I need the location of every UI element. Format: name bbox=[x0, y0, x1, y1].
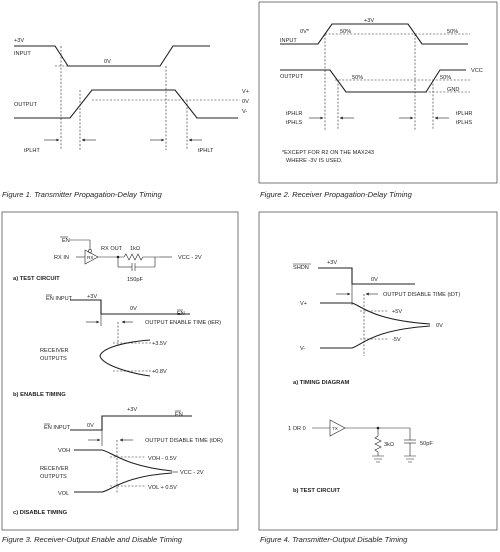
fig4-tx-sym: TX bbox=[332, 426, 338, 431]
fig2-output-waveform bbox=[280, 69, 466, 93]
fig4-timing-diagram: a) TIMING DIAGRAM bbox=[293, 380, 350, 386]
fig2-vcc: VCC bbox=[471, 68, 483, 74]
fig4-v3: +3V bbox=[327, 260, 337, 266]
fig1-input-v: +3V bbox=[14, 38, 24, 44]
fig4-vplus: V+ bbox=[300, 301, 307, 307]
fig4-resistor bbox=[374, 428, 382, 456]
fig4-ground-2 bbox=[404, 455, 416, 463]
fig4-out-high bbox=[320, 302, 431, 325]
fig3-plus35: +3.5V bbox=[152, 341, 167, 347]
fig2-tplhs: tPLHS bbox=[456, 120, 472, 126]
fig1-v0: 0V bbox=[242, 99, 249, 105]
figure-1: +3V INPUT 0V OUTPUT V+ 0V V- tPLHT tPHLT… bbox=[2, 38, 249, 199]
fig3-vol05: VOL + 0.5V bbox=[148, 485, 177, 491]
fig4-v0b: 0V bbox=[436, 323, 443, 329]
fig4-p5v: +5V bbox=[392, 309, 402, 315]
fig1-output-label: OUTPUT bbox=[14, 102, 38, 108]
fig3-voh05: VOH - 0.5V bbox=[148, 456, 177, 462]
fig2-frame bbox=[258, 1, 498, 184]
fig3-v0-a: 0V bbox=[130, 306, 137, 312]
fig2-pct-out-r: 50% bbox=[440, 75, 451, 81]
fig3-recv-out-b1: RECEIVER bbox=[40, 466, 69, 472]
fig3-enable-out-waveform bbox=[99, 339, 151, 377]
fig2-tphlr: tPHLR bbox=[286, 111, 302, 117]
fig1-input-waveform bbox=[14, 45, 210, 67]
fig3-rx-sym: RX bbox=[87, 255, 93, 260]
fig3-en-input: EN INPUT bbox=[46, 296, 73, 302]
fig3-rx-in: RX IN bbox=[54, 255, 69, 261]
fig3-disable-out-low bbox=[74, 472, 173, 493]
fig1-input-label: INPUT bbox=[14, 51, 31, 57]
fig2-pct-in-l: 50% bbox=[340, 29, 351, 35]
fig4-m5v: -5V bbox=[392, 337, 401, 343]
fig2-input-label: INPUT bbox=[280, 38, 297, 44]
fig3-resistor bbox=[118, 253, 160, 261]
fig3-en-input-b: EN INPUT bbox=[44, 425, 71, 431]
fig4-c50: 50pF bbox=[420, 441, 433, 447]
fig4-out-disable: OUTPUT DISABLE TIME (tDT) bbox=[383, 292, 460, 298]
fig2-input-low: 0V* bbox=[300, 29, 310, 35]
fig4-shdn: SHDN bbox=[293, 265, 309, 271]
fig2-pct-in-r: 50% bbox=[447, 29, 458, 35]
fig4-r3k: 3kΩ bbox=[384, 442, 394, 448]
fig3-frame bbox=[1, 211, 239, 531]
fig3-recv-out-a2: OUTPUTS bbox=[40, 356, 67, 362]
fig3-disable-out-high bbox=[74, 449, 173, 472]
fig3-en-pin: EN bbox=[62, 238, 70, 244]
fig3-en-bar-b: EN bbox=[175, 412, 183, 418]
figure-4: SHDN +3V 0V OUTPUT DISABLE TIME (tDT) V+… bbox=[258, 211, 498, 544]
fig3-test-circuit: a) TEST CIRCUIT bbox=[13, 276, 60, 282]
fig4-v0: 0V bbox=[371, 277, 378, 283]
fig3-r1k: 1kΩ bbox=[130, 246, 140, 252]
fig4-test-circuit: b) TEST CIRCUIT bbox=[293, 488, 340, 494]
fig1-caption: Figure 1. Transmitter Propagation-Delay … bbox=[2, 190, 163, 199]
fig4-tx-buffer bbox=[329, 419, 346, 437]
fig2-caption: Figure 2. Receiver Propagation-Delay Tim… bbox=[260, 190, 413, 199]
fig4-out-low bbox=[320, 325, 431, 349]
fig3-vol: VOL bbox=[58, 491, 69, 497]
fig2-input-waveform bbox=[280, 23, 468, 45]
fig2-v3: +3V bbox=[364, 18, 374, 24]
fig1-input-mid: 0V bbox=[104, 59, 111, 65]
fig2-tplhr: tPLHR bbox=[456, 111, 472, 117]
fig2-note-2: WHERE -3V IS USED. bbox=[286, 158, 343, 164]
fig3-v0-b: 0V bbox=[87, 423, 94, 429]
fig4-ground-1 bbox=[372, 455, 384, 463]
fig4-frame bbox=[258, 211, 498, 531]
fig2-pct-out-l: 50% bbox=[352, 75, 363, 81]
fig4-vminus: V- bbox=[300, 346, 305, 352]
fig3-disable-timing: c) DISABLE TIMING bbox=[13, 510, 68, 516]
fig4-caption: Figure 4. Transmitter-Output Disable Tim… bbox=[260, 535, 408, 544]
fig3-out-disable-time: OUTPUT DISABLE TIME (tDR) bbox=[145, 438, 223, 444]
fig3-enable-timing: b) ENABLE TIMING bbox=[13, 392, 66, 398]
figure-3: EN RX IN RX RX OUT 1kΩ VCC - 2V 150pF a)… bbox=[1, 211, 239, 544]
fig3-recv-out-b2: OUTPUTS bbox=[40, 474, 67, 480]
fig3-vcc2b: VCC - 2V bbox=[180, 470, 204, 476]
fig3-caption: Figure 3. Receiver-Output Enable and Dis… bbox=[2, 535, 183, 544]
fig3-cap150: 150pF bbox=[127, 277, 143, 283]
fig1-vminus: V- bbox=[242, 109, 247, 115]
fig3-voh: VOH bbox=[58, 448, 70, 454]
fig1-vplus: V+ bbox=[242, 89, 249, 95]
fig2-gnd: GND bbox=[447, 87, 459, 93]
fig3-vcc2: VCC - 2V bbox=[178, 255, 202, 261]
fig3-rx-buffer bbox=[84, 249, 99, 265]
fig3-v3-a: +3V bbox=[87, 294, 97, 300]
fig3-en-waveform-b bbox=[70, 415, 192, 431]
fig1-output-waveform bbox=[14, 89, 238, 119]
fig2-tphls: tPHLS bbox=[286, 120, 302, 126]
fig1-tphlt: tPHLT bbox=[198, 148, 214, 154]
figure-2: +3V 0V* INPUT 50% 50% OUTPUT 50% 50% VCC… bbox=[258, 1, 498, 199]
fig3-recv-out-a1: RECEIVER bbox=[40, 348, 69, 354]
fig2-note-1: *EXCEPT FOR R2 ON THE MAX243 bbox=[282, 150, 374, 156]
fig3-out-enable-time: OUTPUT ENABLE TIME (tER) bbox=[145, 320, 221, 326]
fig3-v3-b: +3V bbox=[127, 407, 137, 413]
fig4-shdn-waveform bbox=[318, 267, 415, 285]
fig4-one-or-zero: 1 OR 0 bbox=[288, 426, 306, 432]
fig1-tplht: tPLHT bbox=[24, 148, 40, 154]
fig3-plus08: +0.8V bbox=[152, 369, 167, 375]
fig3-rx-out: RX OUT bbox=[101, 246, 123, 252]
fig2-output-label: OUTPUT bbox=[280, 74, 304, 80]
